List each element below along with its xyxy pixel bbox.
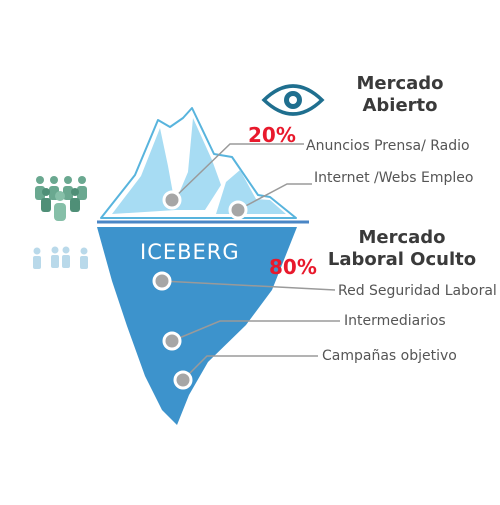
connector-anuncios <box>171 143 304 201</box>
open-market-title-line2: Abierto <box>362 95 438 116</box>
connector-internet <box>237 183 312 211</box>
connector-intermediarios <box>171 320 340 342</box>
people-group-blue-icon <box>33 246 88 269</box>
label-anuncios: Anuncios Prensa/ Radio <box>306 138 470 154</box>
hidden-market-title: Mercado Laboral Oculto <box>322 227 482 271</box>
marker-dot-intermediarios <box>162 331 182 351</box>
iceberg-label: ICEBERG <box>140 240 240 264</box>
label-internet: Internet /Webs Empleo <box>314 170 474 186</box>
label-campanas: Campañas objetivo <box>322 348 457 364</box>
connector-red-seguridad <box>161 280 336 291</box>
open-market-title-line1: Mercado <box>356 73 444 94</box>
connector-campanas <box>182 355 318 381</box>
iceberg-underwater <box>97 227 297 425</box>
hidden-market-title-line1: Mercado <box>358 227 446 248</box>
iceberg-facet-middle <box>172 118 221 210</box>
hidden-market-percentage: 80% <box>269 255 317 279</box>
marker-dot-internet <box>228 200 248 220</box>
eye-icon <box>261 84 325 116</box>
people-group-green-icon <box>35 176 87 221</box>
open-market-percentage: 20% <box>248 123 296 147</box>
hidden-market-title-line2: Laboral Oculto <box>327 249 477 270</box>
open-market-title: Mercado Abierto <box>340 73 460 117</box>
marker-dot-campanas <box>173 370 193 390</box>
marker-dot-anuncios <box>162 190 182 210</box>
label-intermediarios: Intermediarios <box>344 313 446 329</box>
marker-dot-red-seguridad <box>152 271 172 291</box>
label-red-seguridad: Red Seguridad Laboral <box>338 283 497 299</box>
iceberg-facet-left <box>112 128 176 214</box>
